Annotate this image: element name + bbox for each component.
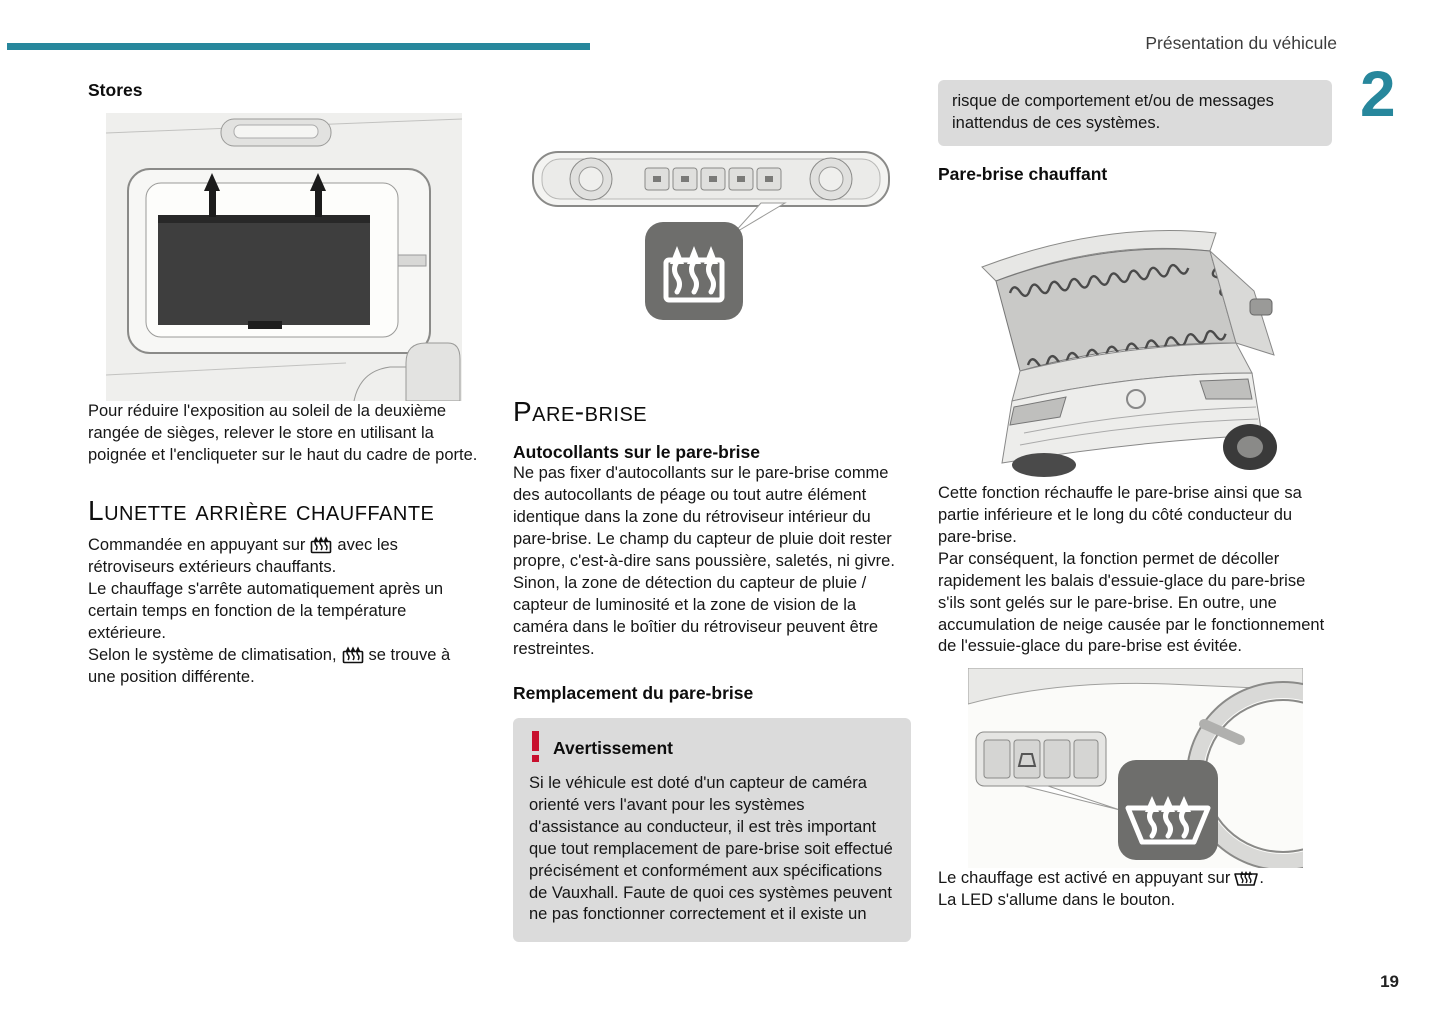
overhead-console-figure bbox=[527, 140, 911, 378]
control-stalk bbox=[1199, 719, 1245, 746]
heated-rear-window-icon bbox=[341, 645, 365, 664]
windshield-heading: Pare-brise bbox=[513, 396, 648, 427]
column-right: risque de comportement et/ou de messages… bbox=[938, 80, 1332, 912]
heated-windshield-glyph bbox=[1125, 805, 1211, 845]
led-paragraph: La LED s'allume dans le bouton. bbox=[938, 891, 1176, 910]
activation-paragraph: Le chauffage est activé en appuyant sur. bbox=[938, 868, 1264, 888]
warning-title-row: Avertissement bbox=[529, 730, 895, 767]
stickers-paragraph: Ne pas fixer d'autocollants sur le pare-… bbox=[513, 464, 895, 658]
window-blind-illustration bbox=[106, 113, 462, 401]
dashboard-button-figure bbox=[968, 668, 1332, 869]
callout-pointer bbox=[732, 202, 787, 235]
heated-windshield-icon bbox=[1234, 868, 1259, 887]
stores-heading: Stores bbox=[88, 80, 143, 100]
heated-windshield-paragraph-2: Par conséquent, la fonction permet de dé… bbox=[938, 549, 1325, 656]
stores-paragraph: Pour réduire l'exposition au soleil de l… bbox=[88, 402, 478, 464]
column-left: Stores Pour r bbox=[88, 80, 480, 689]
header-accent-bar bbox=[7, 43, 590, 50]
page-number: 19 bbox=[1380, 972, 1399, 991]
page-header-title: Présentation du véhicule bbox=[1145, 33, 1337, 53]
heated-rear-window-paragraph-3: Selon le système de climatisation,se tro… bbox=[88, 645, 451, 686]
heated-rear-window-heading: Lunette arrière chauffante bbox=[88, 494, 435, 526]
overhead-console-illustration bbox=[532, 151, 890, 320]
heated-rear-window-paragraph-2: Le chauffage s'arrête automatiquement ap… bbox=[88, 580, 444, 642]
van-front-figure bbox=[954, 192, 1332, 483]
stickers-heading: Autocollants sur le pare-brise bbox=[513, 442, 761, 463]
warning-box: Avertissement Si le véhicule est doté d'… bbox=[513, 717, 911, 943]
headlight-left bbox=[1009, 396, 1067, 426]
heated-windshield-paragraph-1: Cette fonction réchauffe le pare-brise a… bbox=[938, 483, 1302, 546]
dashboard-illustration bbox=[968, 668, 1303, 869]
replacement-heading: Remplacement du pare-brise bbox=[513, 682, 754, 703]
window-blind-figure bbox=[106, 113, 480, 401]
warning-continuation-paragraph: risque de comportement et/ou de messages… bbox=[952, 92, 1274, 132]
heated-windshield-heading: Pare-brise chauffant bbox=[938, 163, 1108, 184]
headlight-right bbox=[1199, 378, 1253, 400]
warning-title: Avertissement bbox=[553, 738, 673, 759]
blind-up-arrows bbox=[204, 173, 326, 217]
warning-exclamation-icon bbox=[529, 730, 542, 767]
warning-paragraph: Si le véhicule est doté d'un capteur de … bbox=[529, 773, 893, 924]
callout-pointer bbox=[1023, 785, 1121, 811]
warning-continuation-box: risque de comportement et/ou de messages… bbox=[938, 80, 1332, 146]
chapter-number: 2 bbox=[1360, 58, 1396, 130]
brand-badge bbox=[1126, 388, 1146, 409]
van-front-illustration bbox=[954, 192, 1314, 483]
side-mirror bbox=[1249, 298, 1273, 316]
column-middle: Pare-brise Autocollants sur le pare-bris… bbox=[513, 140, 911, 943]
heated-rear-window-icon bbox=[309, 535, 333, 554]
